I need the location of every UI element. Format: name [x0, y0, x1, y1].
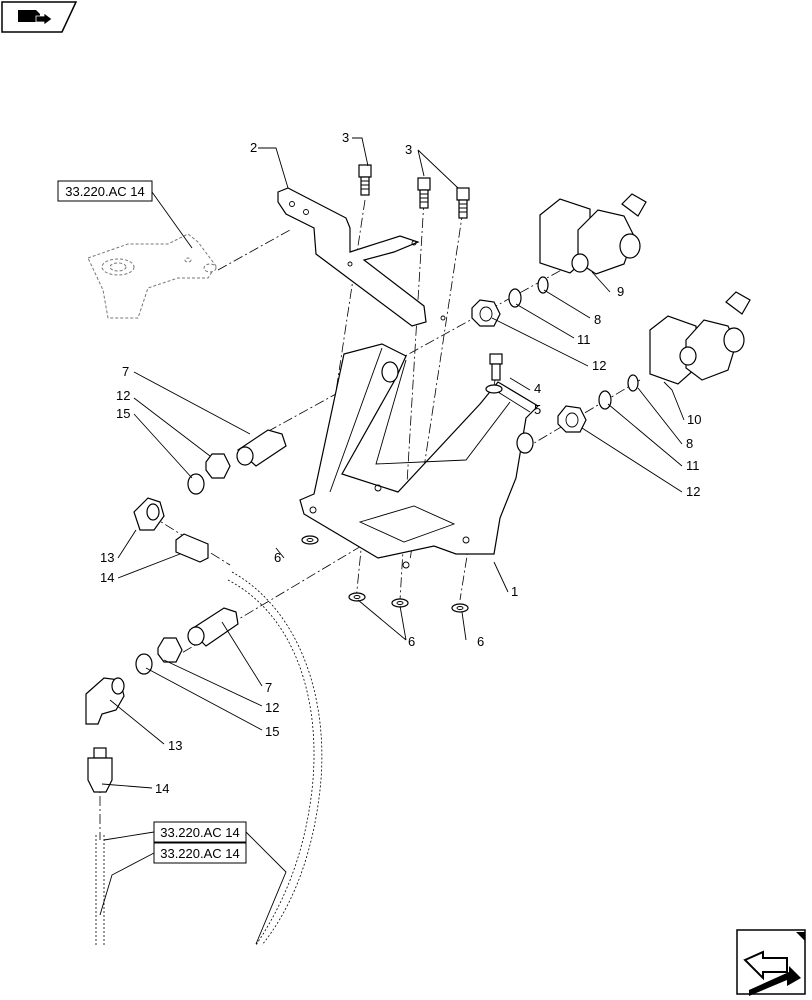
callout-13: 13 [168, 738, 182, 753]
callout-4: 4 [534, 381, 541, 396]
callout-3: 3 [342, 130, 349, 145]
fitting-7-lower [187, 607, 239, 647]
callout-6: 6 [477, 634, 484, 649]
nut-12-left-lower [157, 637, 183, 663]
callout-8: 8 [594, 312, 601, 327]
callout-6: 6 [408, 634, 415, 649]
bolt [417, 177, 431, 209]
callout-12: 12 [116, 388, 130, 403]
ring-11-lower [598, 390, 612, 410]
washer-5 [485, 384, 503, 394]
callout-12: 12 [686, 484, 700, 499]
callout-15: 15 [116, 406, 130, 421]
reference-box-top[interactable]: 33.220.AC 14 [57, 180, 153, 202]
adapter-14-lower [87, 747, 113, 793]
main-bracket [299, 343, 539, 569]
callout-7: 7 [265, 680, 272, 695]
callout-11: 11 [686, 458, 700, 473]
callout-6: 6 [274, 550, 281, 565]
elbow-13-upper [133, 497, 165, 531]
upper-bracket [277, 187, 446, 327]
ring-11-upper [508, 288, 522, 308]
callout-14: 14 [100, 570, 114, 585]
nut-12-left-upper [205, 453, 231, 479]
book-arrow-icon[interactable] [1, 1, 78, 33]
callout-12: 12 [592, 358, 606, 373]
callouts: 2 3 3 9 8 11 12 4 5 10 8 11 12 1 7 12 15… [100, 130, 701, 796]
callout-3: 3 [405, 142, 412, 157]
callout-1: 1 [511, 584, 518, 599]
ring-8-upper [537, 276, 549, 294]
bolt [456, 187, 470, 219]
next-page-arrow-icon[interactable] [736, 929, 806, 996]
reference-part-ghost [87, 233, 217, 319]
callout-15: 15 [265, 724, 279, 739]
callout-5: 5 [534, 402, 541, 417]
leader-lines [99, 137, 685, 945]
svg-text:33.220.AC 14: 33.220.AC 14 [65, 184, 145, 199]
callout-10: 10 [687, 412, 701, 427]
elbow-13-lower [85, 677, 125, 725]
callout-11: 11 [577, 332, 591, 347]
bolt-4 [489, 353, 503, 381]
reference-box-bottom-1[interactable]: 33.220.AC 14 [153, 821, 247, 843]
callout-2: 2 [250, 140, 257, 155]
callout-12: 12 [265, 700, 279, 715]
bolts-3 [358, 164, 470, 219]
callout-14: 14 [155, 781, 169, 796]
callout-7: 7 [122, 364, 129, 379]
nut-12-upper [471, 299, 501, 327]
coupling-10 [649, 291, 751, 385]
seal-15-upper [187, 473, 205, 495]
ring-8-lower [627, 374, 639, 392]
coupling-9 [539, 193, 647, 275]
seal-15-lower [135, 653, 153, 675]
callout-8: 8 [686, 436, 693, 451]
callout-9: 9 [617, 284, 624, 299]
svg-text:33.220.AC 14: 33.220.AC 14 [160, 846, 240, 861]
bolt [358, 164, 372, 196]
callout-13: 13 [100, 550, 114, 565]
adapter-14-upper [175, 533, 209, 563]
fitting-7-upper [236, 429, 287, 467]
washers-6 [301, 535, 469, 613]
reference-box-bottom-2[interactable]: 33.220.AC 14 [153, 842, 247, 864]
hose [95, 571, 323, 946]
svg-text:33.220.AC 14: 33.220.AC 14 [160, 825, 240, 840]
nut-12-lower [557, 405, 587, 433]
